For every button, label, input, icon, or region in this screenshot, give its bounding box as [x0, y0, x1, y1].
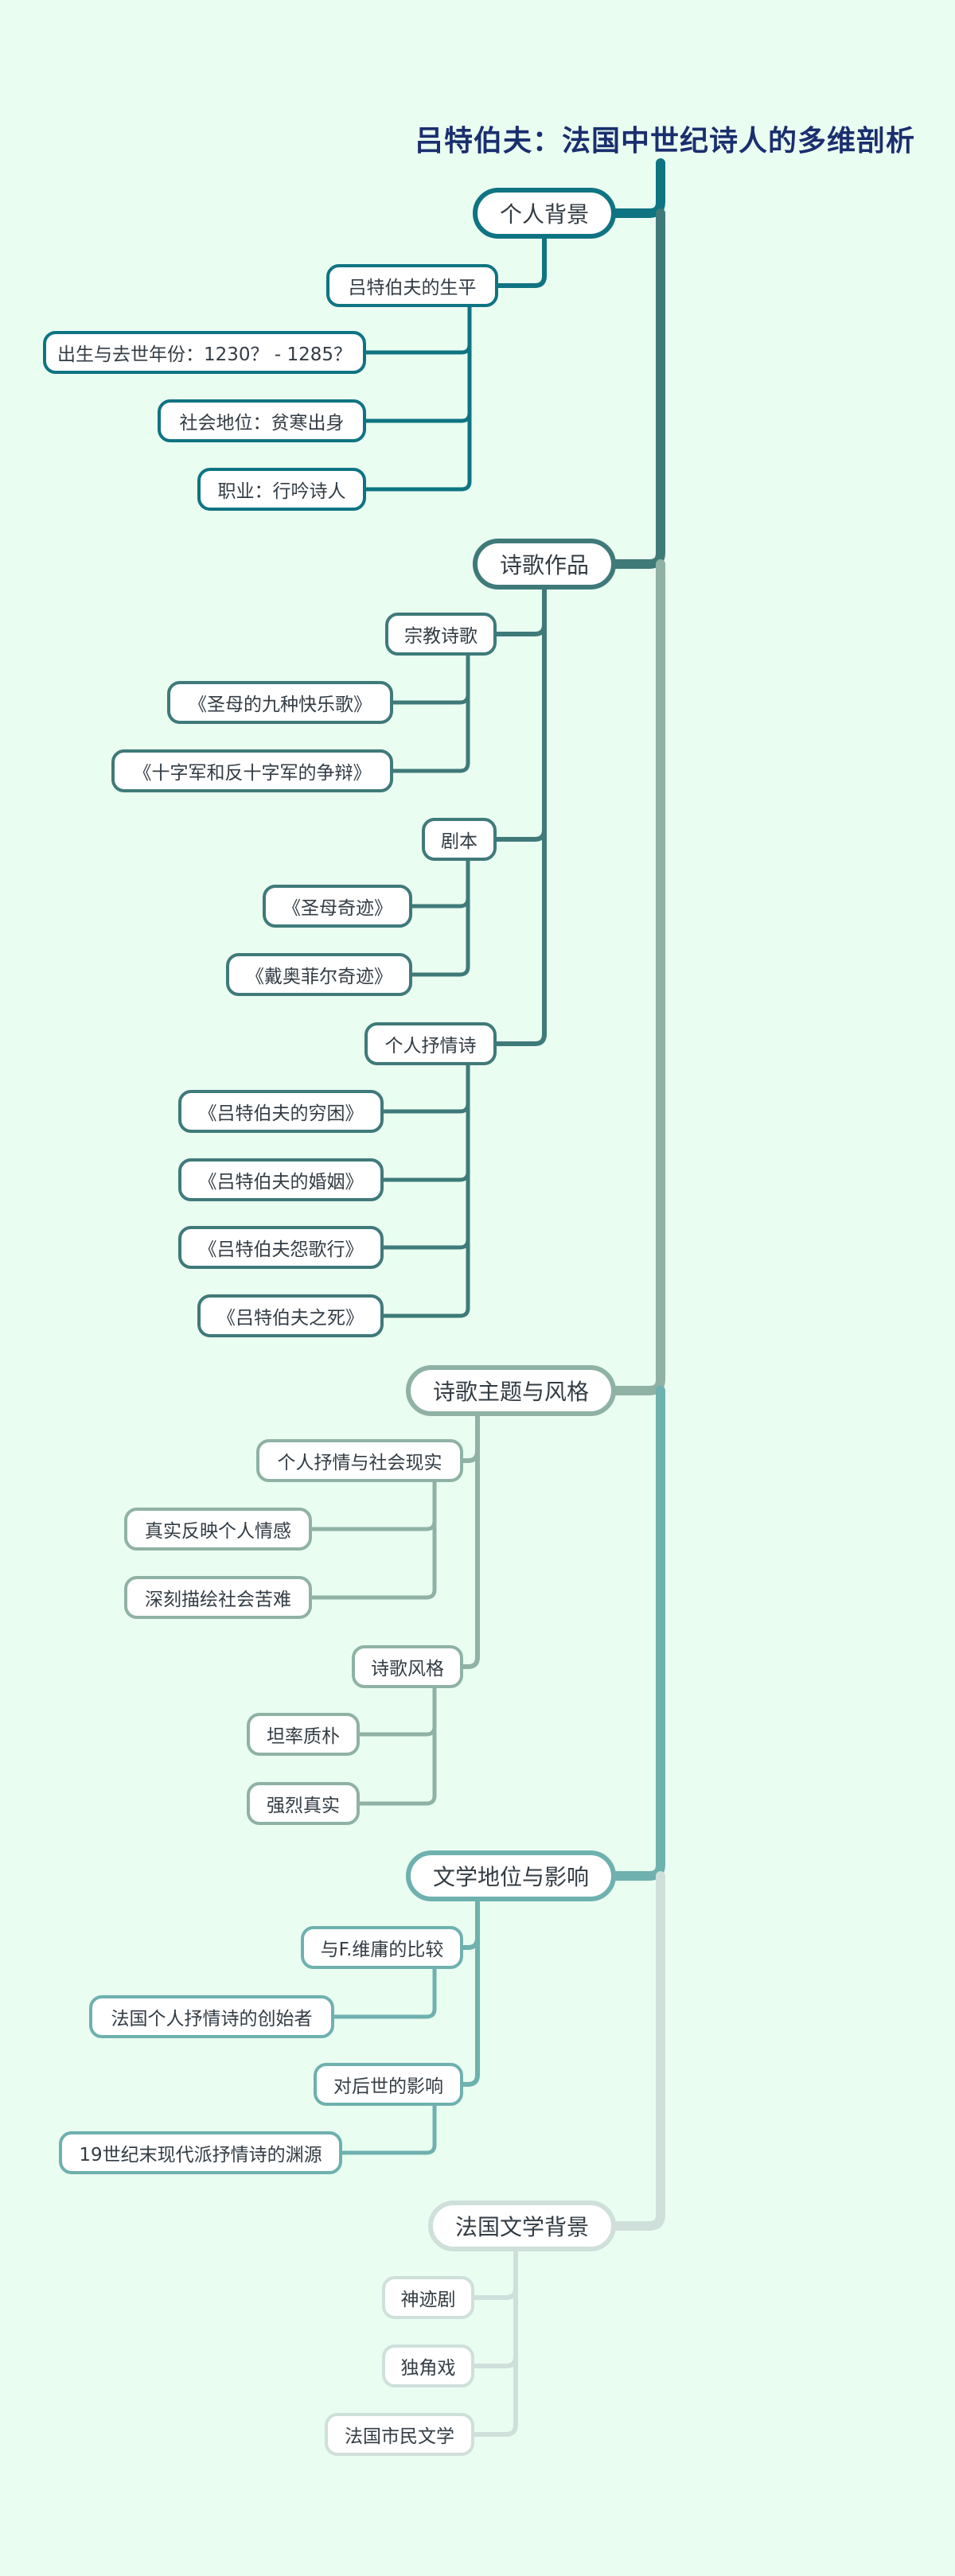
topic-node[interactable]: 诗歌主题与风格: [406, 1365, 616, 1416]
leaf-node[interactable]: 《十字军和反十字军的争辩》: [111, 749, 393, 792]
leaf-node[interactable]: 坦率质朴: [247, 1713, 360, 1756]
topic-node[interactable]: 文学地位与影响: [406, 1850, 616, 1901]
leaf-connector: [340, 2103, 437, 2155]
leaf-connector: [357, 1686, 437, 1806]
subtopic-node[interactable]: 神迹剧: [382, 2276, 474, 2319]
branch-connector: [494, 587, 547, 1046]
leaf-node[interactable]: 强烈真实: [247, 1782, 360, 1825]
leaf-node[interactable]: 19世纪末现代派抒情诗的渊源: [59, 2131, 342, 2174]
leaf-node[interactable]: 《戴奥菲尔奇迹》: [226, 953, 412, 996]
leaf-node[interactable]: 社会地位：贫寒出身: [158, 399, 366, 442]
leaf-node[interactable]: 《吕特伯夫的婚姻》: [178, 1158, 384, 1201]
leaf-node[interactable]: 职业：行吟诗人: [197, 468, 366, 511]
leaf-connector: [391, 653, 470, 773]
subtopic-node[interactable]: 个人抒情诗: [364, 1022, 497, 1065]
topic-node[interactable]: 个人背景: [473, 188, 616, 239]
leaf-connector: [310, 1480, 437, 1600]
spine-segment: [611, 1871, 665, 2231]
leaf-connector: [364, 305, 472, 492]
leaf-connector: [381, 1063, 470, 1318]
subtopic-node[interactable]: 法国市民文学: [325, 2413, 474, 2456]
leaf-node[interactable]: 深刻描绘社会苦难: [124, 1576, 312, 1619]
leaf-node[interactable]: 《圣母的九种快乐歌》: [167, 681, 393, 724]
subtopic-node[interactable]: 宗教诗歌: [385, 613, 497, 656]
subtopic-node[interactable]: 与F.维庸的比较: [301, 1926, 463, 1969]
leaf-connector: [410, 858, 470, 977]
subtopic-node[interactable]: 吕特伯夫的生平: [326, 264, 498, 307]
leaf-node[interactable]: 法国个人抒情诗的创始者: [89, 1995, 334, 2038]
subtopic-node[interactable]: 对后世的影响: [314, 2063, 463, 2106]
root-title: 吕特伯夫：法国中世纪诗人的多维剖析: [414, 125, 915, 158]
subtopic-node[interactable]: 个人抒情与社会现实: [256, 1439, 463, 1482]
branch-connector: [472, 2249, 518, 2437]
branch-connector: [496, 236, 547, 288]
branch-connector: [461, 1899, 480, 2087]
leaf-node[interactable]: 出生与去世年份：1230？ - 1285？: [43, 331, 366, 374]
leaf-node[interactable]: 《吕特伯夫的穷困》: [178, 1090, 384, 1133]
subtopic-node[interactable]: 剧本: [422, 818, 497, 861]
leaf-node[interactable]: 《吕特伯夫之死》: [197, 1294, 384, 1337]
leaf-connector: [332, 1967, 437, 2019]
leaf-node[interactable]: 《吕特伯夫怨歌行》: [178, 1226, 384, 1269]
topic-node[interactable]: 法国文学背景: [428, 2200, 616, 2251]
subtopic-node[interactable]: 诗歌风格: [352, 1645, 463, 1688]
subtopic-node[interactable]: 独角戏: [382, 2344, 474, 2387]
branch-connector: [461, 1414, 480, 1669]
leaf-node[interactable]: 真实反映个人情感: [124, 1508, 312, 1551]
leaf-node[interactable]: 《圣母奇迹》: [263, 885, 412, 928]
topic-node[interactable]: 诗歌作品: [473, 539, 616, 590]
